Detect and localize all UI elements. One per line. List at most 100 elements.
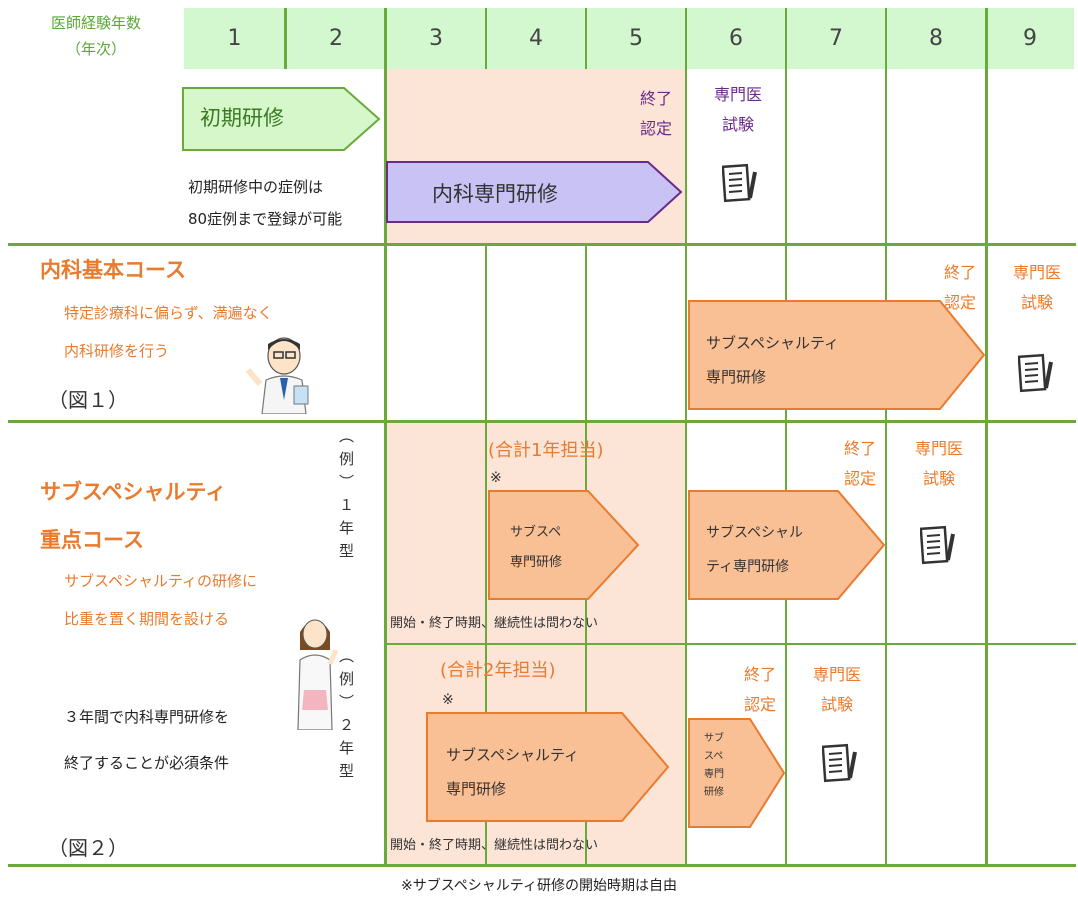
type2-asterisk: ※ — [442, 692, 454, 708]
top-completion: 終了 認定 — [640, 84, 672, 144]
year-cell-4: 4 — [486, 8, 586, 69]
basic-subspecialty-arrow — [688, 300, 986, 410]
type1-subspecialty-line2: ティ専門研修 — [706, 559, 790, 575]
type1-completion-line2: 認定 — [844, 469, 877, 488]
type1-exam: 専門医 試験 — [906, 434, 972, 494]
exam-document-icon — [722, 163, 757, 203]
grid-vline-y2 — [284, 8, 287, 69]
figure-2-label: （図２） — [48, 836, 128, 860]
basic-course-title: 内科基本コース — [40, 258, 186, 282]
exam-document-icon — [920, 525, 955, 565]
header-label-line1: 医師経験年数 — [50, 14, 141, 32]
type2-subspe-line3: 専門 — [704, 769, 724, 780]
sub-requirement: ３年間で内科専門研修を 終了することが必須条件 — [64, 694, 229, 786]
top-exam-line1: 専門医 — [713, 85, 762, 104]
basic-exam-line1: 専門医 — [1012, 263, 1061, 282]
grid-vline-y4 — [485, 8, 487, 69]
type2-timing-note: 開始・終了時期、継続性は問わない — [390, 838, 599, 853]
male-doctor-illustration-icon — [245, 337, 309, 414]
type2-subspecialty-text: サブスペシャルティ 専門研修 — [446, 738, 579, 806]
type2-completion: 終了 認定 — [744, 660, 776, 720]
type2-subspecialty-line2: 専門研修 — [446, 780, 507, 798]
initial-note: 初期研修中の症例は 80症例まで登録が可能 — [188, 171, 342, 235]
type2-vertical-label: （例）２年型 — [337, 648, 355, 786]
type1-subspe-arrow — [488, 490, 640, 600]
type1-subspe-line1: サブスペ — [510, 525, 562, 540]
type2-subspe-line2: スペ — [704, 751, 724, 762]
basic-completion-line2: 認定 — [944, 293, 977, 312]
female-doctor-illustration-icon — [297, 619, 339, 730]
top-exam: 専門医 試験 — [706, 80, 770, 140]
type1-completion-line1: 終了 — [844, 439, 877, 458]
type1-asterisk: ※ — [490, 470, 502, 486]
type2-subspe-line1: サブ — [704, 733, 724, 744]
type2-subspe-text: サブ スペ 専門 研修 — [704, 730, 724, 802]
sub-title-line1: サブスペシャルティ — [40, 480, 227, 504]
grid-vline-y4b — [485, 244, 487, 865]
grid-vline-y6 — [685, 8, 687, 865]
type2-exam-line1: 専門医 — [812, 665, 861, 684]
year-cell-1: 1 — [184, 8, 285, 69]
top-exam-line2: 試験 — [721, 115, 754, 134]
grid-vline-y9 — [985, 8, 988, 865]
year-cell-9: 9 — [986, 8, 1074, 69]
initial-training-label: 初期研修 — [200, 106, 284, 130]
footnote: ※サブスペシャルティ研修の開始時期は自由 — [401, 878, 677, 894]
sub-req-line1: ３年間で内科専門研修を — [64, 708, 230, 726]
basic-completion: 終了 認定 — [944, 258, 976, 318]
basic-desc-line2: 内科研修を行う — [64, 342, 170, 360]
basic-course-desc: 特定診療科に偏らず、満遍なく 内科研修を行う — [64, 294, 273, 370]
header-label-line2: （年次） — [65, 40, 126, 58]
type2-exam: 専門医 試験 — [804, 660, 870, 720]
type2-exam-line2: 試験 — [820, 695, 853, 714]
year-cell-8: 8 — [886, 8, 986, 69]
type2-completion-line1: 終了 — [744, 665, 777, 684]
type1-subspecialty-line1: サブスペシャル — [706, 525, 804, 541]
type1-total-label: (合計1年担当) — [488, 440, 604, 461]
grid-vline-y3 — [384, 8, 387, 865]
grid-hline-type2 — [384, 643, 1076, 645]
initial-note-line1: 初期研修中の症例は — [188, 178, 324, 196]
year-cell-5: 5 — [586, 8, 686, 69]
year-cell-6: 6 — [686, 8, 786, 69]
type2-completion-line2: 認定 — [744, 695, 777, 714]
basic-arrow-text: サブスペシャルティ 専門研修 — [706, 326, 839, 394]
exam-document-icon — [1018, 353, 1053, 393]
grid-hline-basic — [8, 243, 1076, 246]
basic-exam: 専門医 試験 — [1004, 258, 1070, 318]
sub-title-line2: 重点コース — [40, 528, 144, 552]
grid-vline-y5 — [585, 8, 587, 69]
type1-subspecialty-arrow — [688, 490, 886, 600]
type1-exam-line2: 試験 — [922, 469, 955, 488]
initial-note-line2: 80症例まで登録が可能 — [188, 210, 343, 228]
initial-training-arrow — [182, 87, 381, 151]
internal-medicine-arrow — [386, 161, 683, 223]
internal-medicine-label: 内科専門研修 — [432, 182, 558, 206]
type1-subspe-line2: 専門研修 — [510, 555, 563, 570]
sub-req-line2: 終了することが必須条件 — [64, 754, 230, 772]
type1-exam-line1: 専門医 — [914, 439, 963, 458]
exam-document-icon — [822, 743, 857, 783]
basic-arrow-line2: 専門研修 — [706, 368, 767, 386]
sub-desc-line1: サブスペシャルティの研修に — [64, 572, 258, 590]
grid-vline-y8 — [885, 8, 887, 865]
type1-subspe-text: サブスペ 専門研修 — [510, 518, 562, 578]
grid-vline-y7 — [785, 8, 787, 865]
type2-subspe-line4: 研修 — [704, 787, 724, 798]
sub-course-desc: サブスペシャルティの研修に 比重を置く期間を設ける — [64, 562, 257, 638]
type1-completion: 終了 認定 — [844, 434, 876, 494]
grid-hline-bottom — [8, 864, 1076, 867]
year-cell-2: 2 — [286, 8, 386, 69]
type2-subspe-arrow — [688, 718, 786, 828]
type2-subspecialty-line1: サブスペシャルティ — [446, 746, 580, 764]
year-cell-7: 7 — [786, 8, 886, 69]
header-axis-label: 医師経験年数 （年次） — [36, 10, 156, 62]
type2-total-label: (合計2年担当) — [440, 660, 556, 681]
year-cell-3: 3 — [386, 8, 486, 69]
type1-subspecialty-text: サブスペシャル ティ専門研修 — [706, 516, 803, 584]
type1-vertical-label: （例）１年型 — [337, 428, 355, 566]
type2-subspecialty-arrow — [426, 712, 670, 822]
basic-completion-line1: 終了 — [944, 263, 977, 282]
figure-1-label: （図１） — [48, 388, 128, 412]
sub-desc-line2: 比重を置く期間を設ける — [64, 610, 230, 628]
